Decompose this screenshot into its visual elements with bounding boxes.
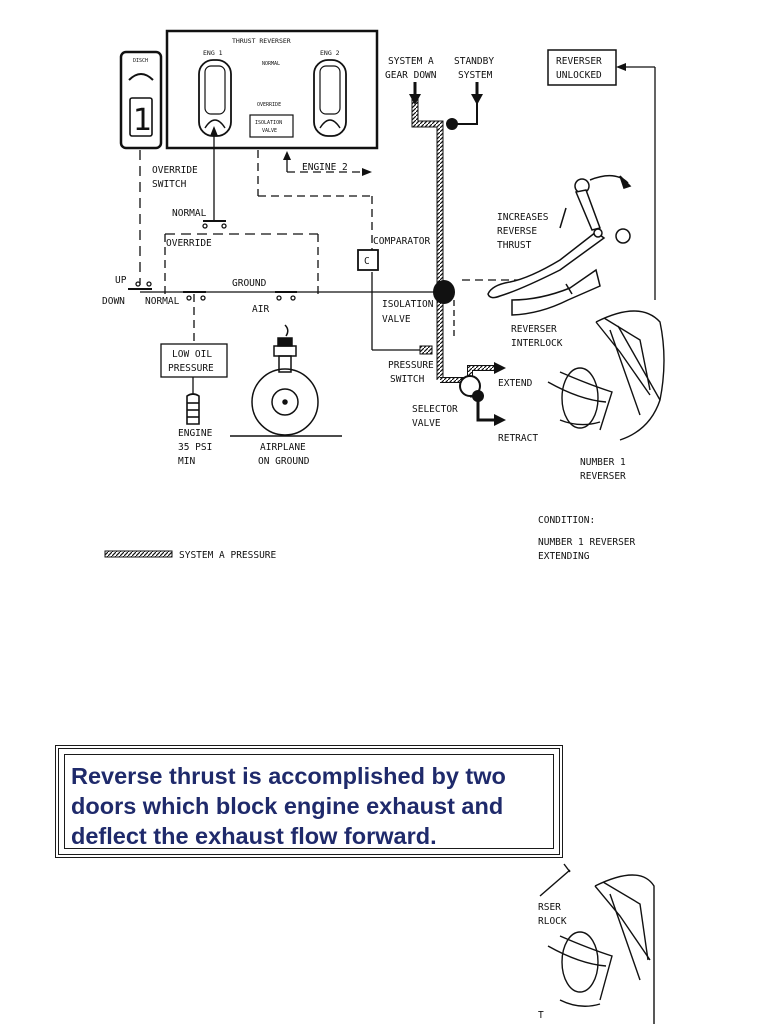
standby-line2: SYSTEM — [458, 70, 493, 81]
crop-line3: T — [538, 1010, 544, 1021]
panel-eng1: ENG 1 — [203, 49, 223, 57]
number1-line2: REVERSER — [580, 471, 626, 482]
override-switch-line2: SWITCH — [152, 179, 187, 190]
engine2-label: ENGINE 2 — [302, 162, 348, 173]
air-ground-switch-contacts[interactable] — [275, 291, 297, 301]
number1-line1: NUMBER 1 — [580, 457, 626, 468]
increases-line1: INCREASES — [497, 212, 549, 223]
thrust-reverser-panel: THRUST REVERSER ENG 1 ENG 2 NORMAL OVERR… — [165, 29, 379, 150]
comparator-box: C — [357, 249, 379, 271]
normal-switch-contacts[interactable] — [183, 291, 206, 301]
comparator-label: COMPARATOR — [373, 236, 430, 247]
fire-disch-handle[interactable]: DISCH 1 — [119, 50, 163, 150]
airplane-line1: AIRPLANE — [260, 442, 306, 453]
condition-title: CONDITION: — [538, 515, 595, 526]
selector-valve-line2: VALVE — [412, 418, 441, 429]
comparator-symbol: C — [364, 256, 370, 267]
hydraulic-lines — [409, 82, 506, 426]
low-oil-pressure-box: LOW OIL PRESSURE — [160, 343, 228, 378]
ground-label: GROUND — [232, 278, 267, 289]
engine-line3: MIN — [178, 456, 195, 467]
cropped-reverser-engine-icon — [539, 863, 655, 1024]
interlock-line2: INTERLOCK — [511, 338, 563, 349]
pressure-switch-line1: PRESSURE — [388, 360, 434, 371]
system-a-line1: SYSTEM A — [388, 56, 434, 67]
low-oil-line2: PRESSURE — [168, 363, 214, 374]
condition-line2: EXTENDING — [538, 551, 590, 562]
panel-isolation-valve-light: ISOLATION VALVE — [249, 114, 294, 138]
low-oil-line1: LOW OIL — [172, 349, 212, 360]
isolation-valve-line1: ISOLATION — [382, 299, 434, 310]
legend-label: SYSTEM A PRESSURE — [179, 550, 277, 561]
panel-isolation-line2: VALVE — [262, 128, 277, 134]
disch-number: 1 — [133, 103, 152, 138]
disch-label: DISCH — [133, 58, 148, 64]
caption-inner-frame: Reverse thrust is accomplished by two do… — [64, 754, 554, 849]
reverser-unlocked-line2: UNLOCKED — [556, 70, 602, 81]
normal-label: NORMAL — [172, 208, 207, 219]
legend-swatch — [104, 550, 173, 558]
caption-text: Reverse thrust is accomplished by two do… — [71, 763, 506, 849]
oil-pressure-sensor-icon — [186, 393, 200, 425]
override-switch-contacts[interactable] — [202, 220, 227, 229]
standby-line1: STANDBY — [454, 56, 494, 67]
crop-line1: RSER — [538, 902, 561, 913]
reverser-unlocked-line1: REVERSER — [556, 56, 602, 67]
up-label: UP — [115, 275, 127, 286]
reverser-unlocked-light: REVERSER UNLOCKED — [547, 49, 617, 86]
pressure-switch-line2: SWITCH — [390, 374, 425, 385]
down-label: DOWN — [102, 296, 125, 307]
retract-label: RETRACT — [498, 433, 538, 444]
air-label: AIR — [252, 304, 269, 315]
panel-eng2: ENG 2 — [320, 49, 340, 57]
eng2-reverser-switch[interactable] — [313, 59, 347, 137]
override-label: OVERRIDE — [166, 238, 212, 249]
thrust-reverser-engine-icon — [547, 310, 665, 441]
landing-gear-wheel-icon — [230, 324, 342, 437]
thrust-lever-icon — [487, 174, 632, 316]
panel-override: OVERRIDE — [257, 102, 281, 108]
panel-title: THRUST REVERSER — [232, 37, 291, 45]
airplane-line2: ON GROUND — [258, 456, 310, 467]
override-switch-line1: OVERRIDE — [152, 165, 198, 176]
isolation-valve-line2: VALVE — [382, 314, 411, 325]
engine-line1: ENGINE — [178, 428, 213, 439]
panel-isolation-line1: ISOLATION — [255, 120, 282, 126]
caption-box: Reverse thrust is accomplished by two do… — [55, 745, 563, 858]
condition-line1: NUMBER 1 REVERSER — [538, 537, 636, 548]
system-a-line2: GEAR DOWN — [385, 70, 437, 81]
normal-bottom-label: NORMAL — [145, 296, 180, 307]
increases-line2: REVERSE — [497, 226, 537, 237]
up-down-switch-contacts[interactable] — [128, 281, 152, 290]
extend-label: EXTEND — [498, 378, 533, 389]
selector-valve-line1: SELECTOR — [412, 404, 458, 415]
eng1-reverser-switch[interactable] — [198, 59, 232, 137]
increases-line3: THRUST — [497, 240, 532, 251]
engine-line2: 35 PSI — [178, 442, 212, 453]
panel-normal: NORMAL — [262, 61, 280, 67]
crop-line2: RLOCK — [538, 916, 567, 927]
interlock-line1: REVERSER — [511, 324, 557, 335]
